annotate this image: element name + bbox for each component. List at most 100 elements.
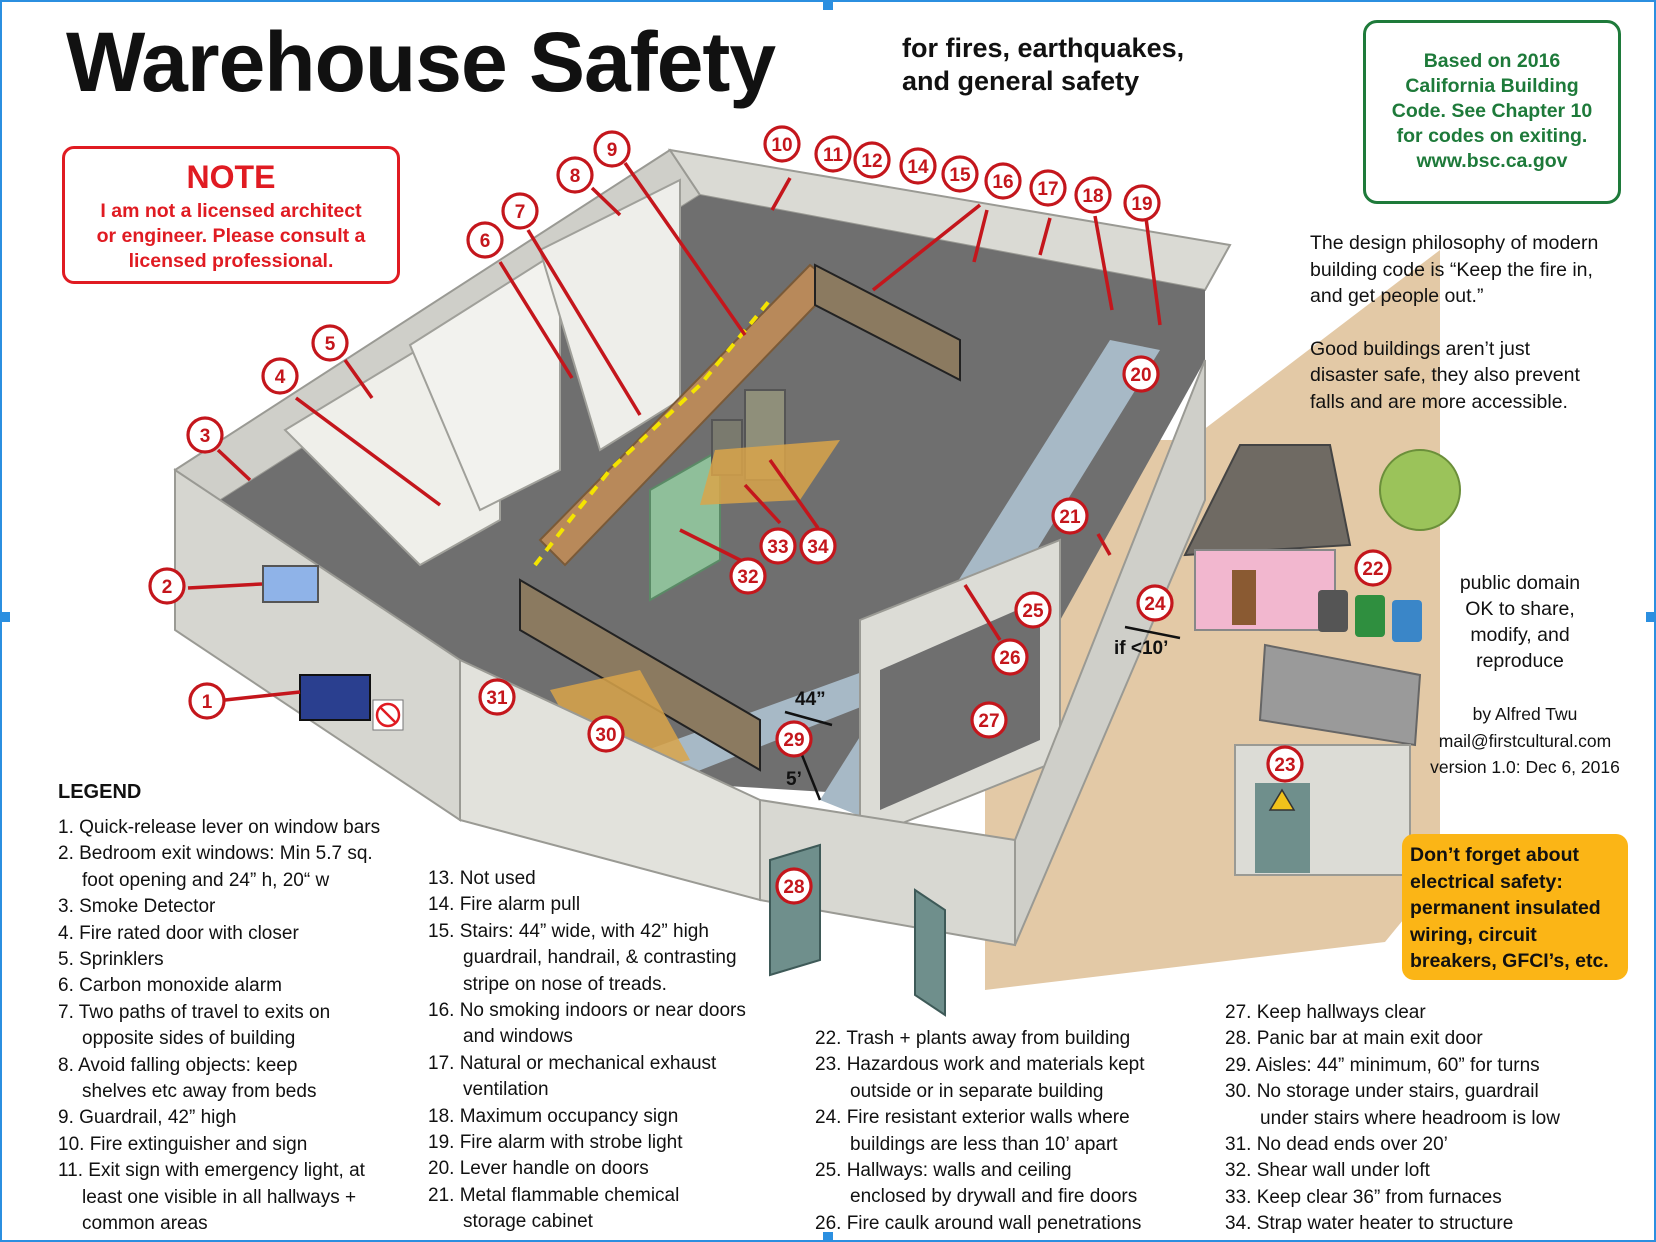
- philosophy-line: The design philosophy of modern: [1310, 232, 1599, 254]
- svg-text:26: 26: [999, 648, 1020, 669]
- legend-item-continued: stripe on nose of treads.: [463, 973, 667, 995]
- callout-23: 23: [1266, 745, 1304, 783]
- callout-4: 4: [261, 357, 299, 395]
- exit-path-arrow: [533, 298, 772, 567]
- resize-handle-left[interactable]: [0, 612, 10, 622]
- license-note: public domain OK to share, modify, and r…: [1410, 570, 1630, 674]
- philosophy-line: disaster safe, they also prevent: [1310, 364, 1580, 386]
- callout-34: 34: [799, 527, 837, 565]
- legend-item: 13. Not used: [428, 868, 536, 889]
- legend-item: 4. Fire rated door with closer: [58, 922, 299, 944]
- license-line: reproduce: [1476, 650, 1564, 672]
- svg-text:33: 33: [767, 537, 788, 558]
- svg-text:17: 17: [1037, 179, 1058, 200]
- svg-text:11: 11: [823, 145, 844, 166]
- legend-item-continued: shelves etc away from beds: [82, 1081, 317, 1103]
- resize-handle-top[interactable]: [823, 0, 833, 10]
- legend-item: 16. No smoking indoors or near doors: [428, 1000, 746, 1022]
- callout-17: 17: [1029, 169, 1067, 207]
- callout-24: 24: [1136, 584, 1174, 622]
- design-philosophy: The design philosophy of modern building…: [1310, 230, 1630, 415]
- license-line: modify, and: [1470, 624, 1570, 646]
- callout-22: 22: [1354, 549, 1392, 587]
- callout-6: 6: [466, 221, 504, 259]
- legend-item: 10. Fire extinguisher and sign: [58, 1133, 308, 1155]
- svg-text:32: 32: [737, 567, 758, 588]
- legend-item: 22. Trash + plants away from building: [815, 1028, 1131, 1049]
- electrical-safety-callout: Don’t forget about electrical safety: pe…: [1402, 834, 1628, 980]
- disclaimer-note: NOTE I am not a licensed architect or en…: [62, 146, 400, 284]
- svg-text:2: 2: [162, 577, 173, 598]
- stairs-upper: [814, 263, 961, 382]
- legend-item: 18. Maximum occupancy sign: [428, 1105, 679, 1127]
- exit-door-left: [769, 843, 821, 977]
- window-bars: [299, 674, 371, 721]
- callout-5: 5: [311, 324, 349, 362]
- legend-column-3: 22. Trash + plants away from building 23.…: [815, 1026, 1145, 1237]
- svg-text:20: 20: [1130, 365, 1151, 386]
- resize-handle-bottom[interactable]: [823, 1232, 833, 1242]
- svg-text:14: 14: [907, 157, 929, 178]
- legend-item: 23. Hazardous work and materials kept: [815, 1054, 1145, 1076]
- house-roof: [1183, 444, 1352, 557]
- svg-text:8: 8: [570, 166, 581, 187]
- callout-30: 30: [587, 715, 625, 753]
- legend-item: 15. Stairs: 44” wide, with 42” high: [428, 920, 709, 942]
- electrical-line: breakers, GFCI’s, etc.: [1410, 950, 1609, 972]
- svg-text:3: 3: [200, 426, 211, 447]
- svg-text:5: 5: [325, 334, 336, 355]
- svg-text:31: 31: [486, 688, 508, 709]
- callout-3: 3: [186, 416, 224, 454]
- subtitle-line: and general safety: [902, 66, 1140, 96]
- callout-32: 32: [729, 557, 767, 595]
- legend-item-continued: buildings are less than 10’ apart: [850, 1133, 1118, 1155]
- electrical-line: permanent insulated: [1410, 897, 1601, 919]
- page-title: Warehouse Safety: [66, 15, 776, 109]
- svg-text:12: 12: [861, 151, 882, 172]
- separation-label: if <10’: [1114, 638, 1168, 659]
- legend-item: 3. Smoke Detector: [58, 896, 216, 918]
- hazard-sign: [1268, 788, 1296, 811]
- version-info: version 1.0: Dec 6, 2016: [1430, 757, 1620, 777]
- legend-item: 5. Sprinklers: [58, 949, 164, 971]
- note-text: I am not a licensed architect or enginee…: [65, 199, 397, 274]
- callout-10: 10: [763, 125, 801, 163]
- svg-text:29: 29: [783, 730, 804, 751]
- trash-can-blue: [1392, 600, 1422, 642]
- philosophy-line: Good buildings aren’t just: [1310, 337, 1531, 360]
- resize-handle-right[interactable]: [1646, 612, 1656, 622]
- philosophy-line: and get people out.”: [1310, 285, 1484, 307]
- svg-text:6: 6: [480, 231, 491, 252]
- legend-item: 14. Fire alarm pull: [428, 894, 581, 916]
- callout-leaders: [187, 161, 1162, 702]
- callout-18: 18: [1074, 176, 1112, 214]
- legend-item-continued: foot opening and 24” h, 20“ w: [82, 869, 330, 891]
- code-line: California Building: [1405, 75, 1579, 97]
- svg-text:24: 24: [1144, 594, 1166, 615]
- legend-item: 1. Quick-release lever on window bars: [58, 817, 381, 838]
- callout-26: 26: [991, 638, 1029, 676]
- legend-item: 29. Aisles: 44” minimum, 60” for turns: [1225, 1054, 1540, 1076]
- clearance-zone: [700, 440, 840, 505]
- code-website: www.bsc.ca.gov: [1416, 150, 1568, 172]
- author-name: by Alfred Twu: [1472, 704, 1578, 724]
- legend-item: 6. Carbon monoxide alarm: [58, 975, 282, 997]
- bedroom-window: [262, 565, 319, 603]
- legend-item: 26. Fire caulk around wall penetrations: [815, 1212, 1142, 1234]
- legend-item: 28. Panic bar at main exit door: [1225, 1028, 1483, 1050]
- trash-can-grey: [1318, 590, 1348, 632]
- callout-28: 28: [775, 867, 813, 905]
- legend-item-continued: common areas: [82, 1213, 208, 1235]
- turn-width-label: 5’: [786, 769, 802, 790]
- callout-21: 21: [1051, 497, 1089, 535]
- legend-item: 9. Guardrail, 42” high: [58, 1107, 237, 1129]
- legend-item-continued: and windows: [463, 1026, 573, 1048]
- legend-item: 24. Fire resistant exterior walls where: [815, 1107, 1130, 1129]
- trash-can-green: [1355, 595, 1385, 637]
- callout-20: 20: [1122, 355, 1160, 393]
- callout-11: 11: [814, 135, 852, 173]
- philosophy-line: building code is “Keep the fire in,: [1310, 258, 1593, 281]
- svg-text:15: 15: [949, 165, 971, 186]
